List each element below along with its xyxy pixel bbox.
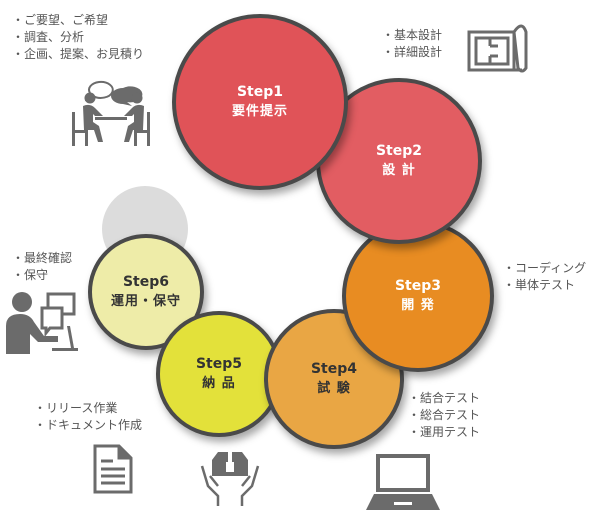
detail-item: 運用テスト — [408, 424, 480, 441]
step1-name: 要件提示 — [231, 104, 288, 119]
step5-name: 納 品 — [202, 376, 236, 391]
step6-name: 運用・保守 — [110, 294, 181, 309]
step2-label: Step2 — [375, 143, 423, 159]
support-operator-icon — [6, 292, 78, 354]
step6-label: Step6 — [122, 274, 170, 290]
detail-item: ご要望、ご希望 — [12, 12, 144, 29]
detail-item: 単体テスト — [503, 277, 586, 294]
detail-item: リリース作業 — [34, 400, 142, 417]
step3-name: 開 発 — [401, 298, 435, 313]
step4-details: 結合テスト 総合テスト 運用テスト — [408, 390, 480, 441]
detail-item: 結合テスト — [408, 390, 480, 407]
package-hands-icon — [200, 452, 260, 506]
step5-circle: Step5 納 品 — [156, 311, 282, 437]
detail-item: 詳細設計 — [382, 44, 442, 61]
step3-details: コーディング 単体テスト — [503, 260, 586, 294]
step5-label: Step5 — [195, 356, 243, 372]
document-icon — [93, 444, 133, 494]
detail-item: 調査、分析 — [12, 29, 144, 46]
step5-details: リリース作業 ドキュメント作成 — [34, 400, 142, 434]
detail-item: 企画、提案、お見積り — [12, 46, 144, 63]
detail-item: 最終確認 — [12, 250, 72, 267]
detail-item: 基本設計 — [382, 27, 442, 44]
step1-details: ご要望、ご希望 調査、分析 企画、提案、お見積り — [12, 12, 144, 63]
detail-item: 総合テスト — [408, 407, 480, 424]
blueprint-icon — [467, 24, 528, 73]
step6-details: 最終確認 保守 — [12, 250, 72, 284]
laptop-icon — [366, 454, 440, 510]
detail-item: ドキュメント作成 — [34, 417, 142, 434]
step3-label: Step3 — [394, 278, 442, 294]
meeting-icon — [72, 80, 150, 146]
step2-circle: Step2 設 計 — [316, 78, 482, 244]
step1-label: Step1 — [236, 84, 284, 100]
step4-label: Step4 — [310, 361, 358, 377]
step2-details: 基本設計 詳細設計 — [382, 27, 442, 61]
detail-item: 保守 — [12, 267, 72, 284]
step4-name: 試 験 — [317, 381, 351, 396]
step2-name: 設 計 — [382, 163, 416, 178]
step1-circle: Step1 要件提示 — [172, 14, 348, 190]
detail-item: コーディング — [503, 260, 586, 277]
step3-circle: Step3 開 発 — [342, 220, 494, 372]
